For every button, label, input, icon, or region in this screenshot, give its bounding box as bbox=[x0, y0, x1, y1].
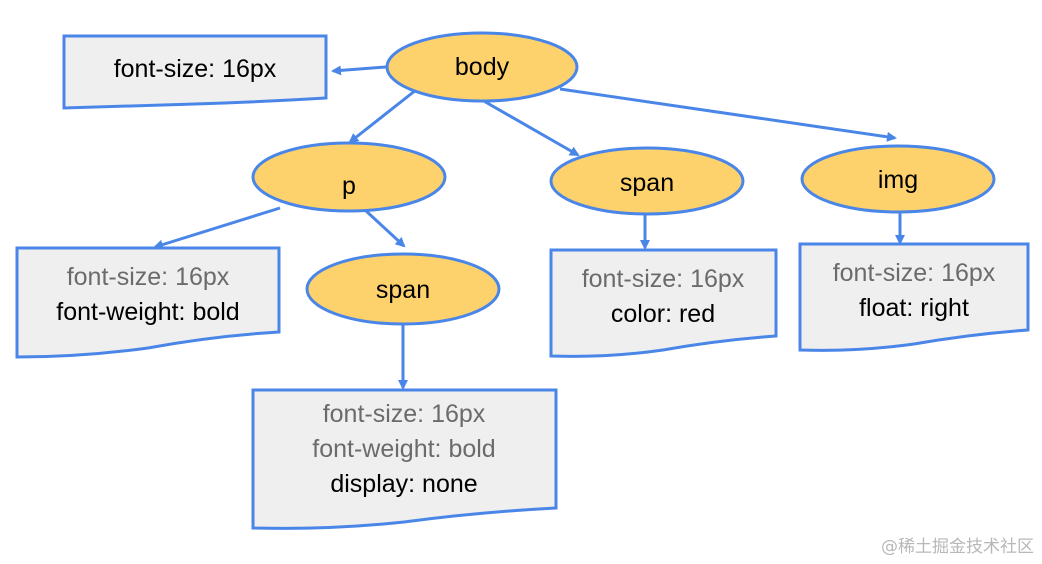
edge-body-to-img bbox=[559, 87, 897, 142]
node-label: p bbox=[342, 172, 356, 200]
node-label: img bbox=[878, 166, 918, 194]
style-line: color: red bbox=[611, 300, 715, 328]
node-span-child: span bbox=[305, 252, 501, 326]
node-img: img bbox=[800, 144, 996, 214]
style-line: font-size: 16px bbox=[833, 259, 996, 287]
style-line: font-size: 16px bbox=[582, 265, 745, 293]
node-label: span bbox=[376, 276, 430, 304]
node-label: body bbox=[455, 53, 510, 81]
style-box-span-top: font-size: 16px color: red bbox=[549, 248, 778, 358]
style-line: float: right bbox=[859, 294, 969, 322]
style-line: display: none bbox=[330, 470, 477, 498]
style-line: font-weight: bold bbox=[312, 435, 495, 463]
style-line: font-size: 16px bbox=[114, 55, 277, 83]
style-line: font-size: 16px bbox=[67, 263, 230, 291]
watermark-text: @稀土掘金技术社区 bbox=[881, 537, 1034, 557]
edge-body-to-style bbox=[331, 65, 387, 76]
style-line: font-weight: bold bbox=[56, 298, 239, 326]
edge-p-to-span bbox=[363, 208, 406, 248]
edge-p-to-style bbox=[153, 206, 281, 250]
edges bbox=[153, 65, 905, 390]
style-box-body: font-size: 16px bbox=[62, 34, 328, 110]
node-label: span bbox=[620, 169, 674, 197]
node-span-top: span bbox=[549, 146, 745, 216]
style-box-span-child: font-size: 16px font-weight: bold displa… bbox=[251, 388, 558, 530]
node-p: p bbox=[251, 141, 447, 213]
watermark: @稀土掘金技术社区 bbox=[881, 537, 1034, 557]
edge-body-to-span bbox=[481, 98, 580, 157]
node-body: body bbox=[385, 31, 579, 103]
style-box-p: font-size: 16px font-weight: bold bbox=[15, 246, 281, 359]
style-line: font-size: 16px bbox=[323, 400, 486, 428]
style-box-img: font-size: 16px float: right bbox=[798, 242, 1030, 352]
edge-body-to-p bbox=[348, 88, 417, 144]
